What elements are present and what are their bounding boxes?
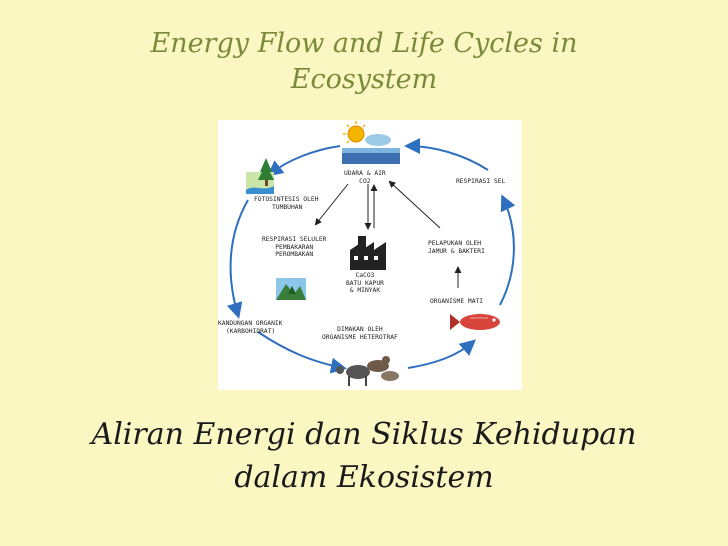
landscape-icon [276, 278, 306, 300]
animals-icon [336, 356, 399, 386]
label-limestone: CaCO3 BATU KAPUR & MINYAK [346, 272, 384, 294]
factory-icon [350, 236, 386, 270]
label-dead-organism: ORGANISME MATI [430, 298, 484, 305]
title-line-1: Energy Flow and Life Cycles in [150, 28, 578, 59]
arrow-air-to-tree [266, 145, 341, 177]
label-air: UDARA & AIR CO2 [344, 170, 386, 185]
title-line-2: Ecosystem [290, 63, 438, 95]
cycle-arrows [226, 121, 516, 386]
slide-title: Energy Flow and Life Cycles in Ecosystem [0, 26, 728, 98]
arrow-fish-to-resp [499, 194, 516, 306]
arrow-tree-to-organic [226, 199, 249, 319]
label-decomposition: PELAPUKAN OLEH JAMUR & BAKTERI [428, 240, 485, 255]
arrow-air-to-burn [314, 183, 349, 226]
label-eaten-by: DIMAKAN OLEH ORGANISME HETEROTRAF [322, 326, 398, 341]
arrow-decomp-to-air [388, 180, 441, 229]
slide-subtitle: Aliran Energi dan Siklus Kehidupan dalam… [0, 414, 728, 499]
arrow-organic-to-animals [257, 331, 347, 374]
label-photosynthesis: FOTOSINTESIS OLEH TUMBUHAN [254, 196, 319, 211]
arrow-animals-to-fish [407, 339, 477, 369]
fish-icon [450, 314, 500, 330]
tree-icon [246, 158, 274, 194]
sun-icon [342, 121, 400, 164]
carbon-cycle-diagram: UDARA & AIR CO2 FOTOSINTESIS OLEH TUMBUH… [218, 120, 522, 390]
subtitle-line-1: Aliran Energi dan Siklus Kehidupan [91, 417, 637, 452]
arrow-resp-to-air [404, 138, 489, 171]
label-organic-content: KANDUNGAN ORGANIK (KARBOHIDRAT) [218, 320, 283, 335]
label-resp-burn: RESPIRASI SELULER PEMBAKARAN PEROMBAKAN [262, 236, 327, 258]
label-resp-cell: RESPIRASI SEL [456, 178, 506, 185]
subtitle-line-2: dalam Ekosistem [234, 459, 494, 495]
